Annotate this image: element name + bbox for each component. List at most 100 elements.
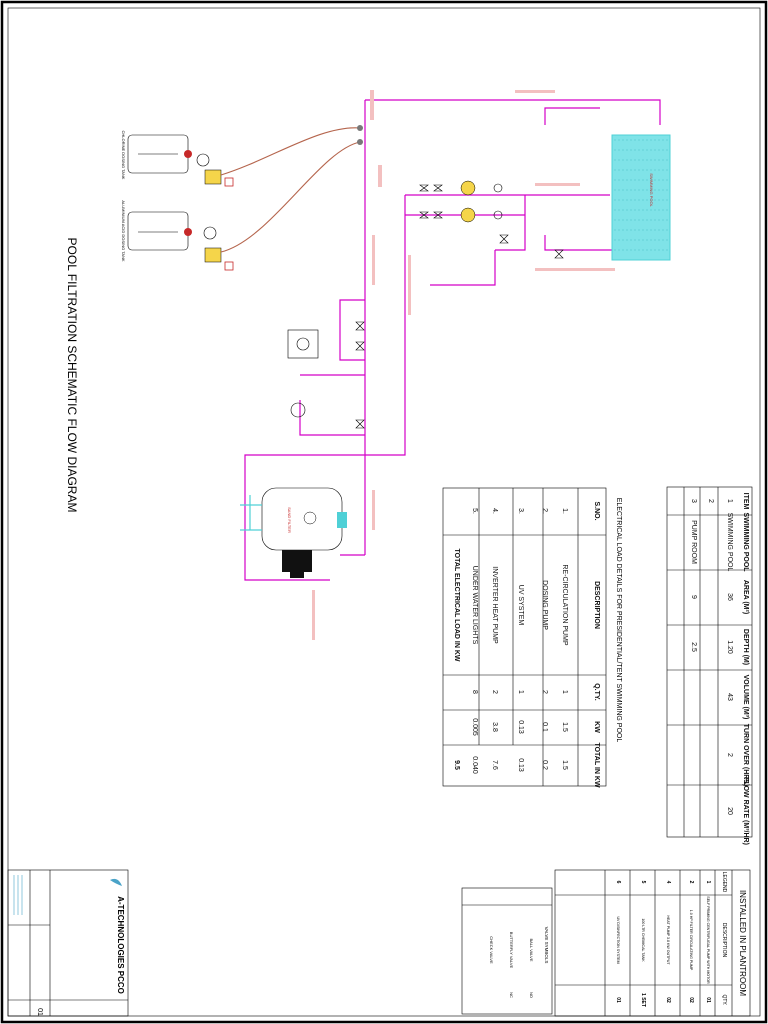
elec-table-cell: 3.8 (491, 722, 498, 732)
heat-pump-unit (287, 329, 319, 359)
legend-row-qty: 01 (615, 997, 621, 1003)
pool-table-cell: 1.20 (726, 640, 733, 654)
pool-label: SWIMMING POOL (649, 173, 654, 207)
valve-row-name: CHECK VALVE (489, 936, 494, 964)
legend-row-qty: 01 (705, 997, 711, 1003)
pool-table-cell: SWIMMING POOL (726, 513, 733, 572)
dosing-hose-1 (220, 127, 361, 176)
elec-table-cell: 0.1 (541, 722, 548, 732)
elec-table-cell: DOSING PUMP (541, 580, 548, 630)
company-logo (110, 878, 122, 886)
pool-table-cell: PUMP ROOM (690, 520, 697, 564)
pool-table-cell: 20 (726, 807, 733, 815)
dosing-pump-1 (196, 153, 234, 187)
elec-table-header: KW (593, 721, 600, 733)
elec-table-cell: 4. (491, 508, 498, 514)
elec-table-cell: INVERTER HEAT PUMP (491, 566, 498, 644)
elec-table-cell: 3. (517, 508, 524, 514)
pool-table-header: TURN OVER (HRS) (742, 724, 749, 787)
elec-table-cell: RE-CIRCULATION PUMP (561, 564, 568, 645)
pool-spec-table: ITEM SWIMMING POOL AREA (M²) DEPTH (M) VOLUM… (666, 486, 753, 845)
elec-table-cell: 2 (541, 690, 548, 694)
legend-block: INSTALLED IN PLANTROOM LEGEND DESCRIPTIO… (554, 869, 751, 1017)
dosing-tank-1: CHLORINE DOSING TANK (121, 131, 192, 180)
pool-table-header: SWIMMING POOL (742, 512, 749, 572)
elec-table-cell: 8 (471, 690, 478, 694)
elec-table-cell: UV SYSTEM (517, 585, 524, 626)
pool-table-header: ITEM (742, 493, 749, 510)
elec-table-cell: 2. (541, 508, 548, 514)
legend-row-description: 1.0 HP FILTER CIRCULATING PUMP (689, 910, 693, 971)
dosing-tank-1-label: CHLORINE DOSING TANK (121, 131, 126, 180)
elec-table-cell: 1 (561, 690, 568, 694)
pool-table-cell: 43 (726, 693, 733, 701)
elec-total-label: TOTAL ELECTRICAL LOAD IN KW (453, 548, 460, 661)
elec-table-cell: 2 (491, 690, 498, 694)
electrical-subtitle: ELECTRICAL LOAD DETAILS FOR PRESIDENTIAL… (615, 498, 622, 743)
valve-2 (355, 341, 365, 351)
annotations (312, 90, 615, 640)
valve-5 (499, 234, 509, 244)
sand-filter: SAND FILTER (240, 487, 347, 578)
valve-symbols-title: VALVE SYMBOLS (544, 927, 549, 964)
dosing-tank-2: ALUMINIUM ACID DOSING TANK (121, 200, 192, 262)
valve-row-name: BALL VALVE (529, 938, 534, 961)
legend-row-number: 1 (705, 881, 711, 884)
sheet-number: 01 (36, 1008, 43, 1016)
elec-table-cell: UNDER WATER LIGHTS (471, 566, 478, 645)
valve-rows: BALL VALVE NO BUTTERFLY VALVE NC CHECK VALVE (489, 932, 534, 998)
pool-table-cell: 2 (726, 753, 733, 757)
elec-table-cell: 1.5 (561, 760, 568, 770)
valve-symbols: VALVE SYMBOLS (461, 887, 553, 1015)
valve-row-code: NC (509, 992, 514, 998)
elec-table-cell: 1 (517, 690, 524, 694)
pool-table-header: DEPTH (M) (742, 629, 749, 665)
legend-row-description: 100 LTR CHEMICAL TANK (641, 918, 645, 962)
legend-row-number: 5 (640, 881, 646, 884)
elec-table-header: Q.TY. (593, 683, 600, 701)
pool-table-cell: 9 (690, 595, 697, 599)
schematic-diagram: CHLORINE DOSING TANK ALUMINIUM ACID DOSI… (65, 90, 671, 640)
pool-table-cell: 2.5 (690, 642, 697, 652)
sand-filter-label: SAND FILTER (287, 507, 292, 533)
elec-table-cell: 5. (471, 508, 478, 514)
inner-border (7, 7, 761, 1017)
pool-table-cell: 3 (690, 499, 697, 503)
elec-total-value: 9.5 (453, 760, 460, 770)
elec-table-cell: 0.2 (541, 760, 548, 770)
pipe-network (244, 99, 670, 581)
dosing-tank-2-label: ALUMINIUM ACID DOSING TANK (121, 200, 126, 262)
valve-row-name: BUTTERFLY VALVE (509, 932, 514, 969)
valve-row-code: NO (529, 992, 534, 998)
valve-1 (355, 321, 365, 331)
valve-4 (554, 249, 564, 259)
legend-row-description: HEAT PUMP 3.8 KW OUTPUT (666, 915, 670, 965)
legend-row-qty: 1 SET (640, 993, 646, 1007)
elec-table-header: TOTAL IN KW (593, 742, 600, 788)
swimming-pool: SWIMMING POOL (611, 134, 671, 261)
elec-table-cell: 0.040 (471, 756, 478, 774)
recirculation-pump-2 (419, 207, 503, 223)
legend-row-number: 4 (665, 881, 671, 884)
legend-row-number: 6 (615, 881, 621, 884)
legend-row-qty: 02 (665, 997, 671, 1003)
legend-col-qty: QTY. (721, 994, 727, 1005)
drawing-title: POOL FILTRATION SCHEMATIC FLOW DIAGRAM (65, 238, 79, 513)
elec-table-cell: 7.6 (491, 760, 498, 770)
dosing-hose-2 (220, 141, 361, 253)
pool-table-header: VOLUME (M³) (742, 675, 749, 720)
legend-row-number: 2 (688, 881, 694, 884)
elec-table-header: DESCRIPTION (593, 581, 600, 629)
elec-table-cell: 1. (561, 508, 568, 514)
pool-table-header: AREA (M²) (742, 580, 749, 614)
elec-table-cell: 0.005 (471, 718, 478, 736)
legend-col-legend: LEGEND (721, 872, 727, 893)
legend-col-description: DESCRIPTION (721, 923, 727, 958)
uv-unit (290, 402, 306, 418)
valve-3 (355, 419, 365, 429)
pool-table-cell: 2 (707, 499, 714, 503)
pool-table-cell: 36 (726, 593, 733, 601)
